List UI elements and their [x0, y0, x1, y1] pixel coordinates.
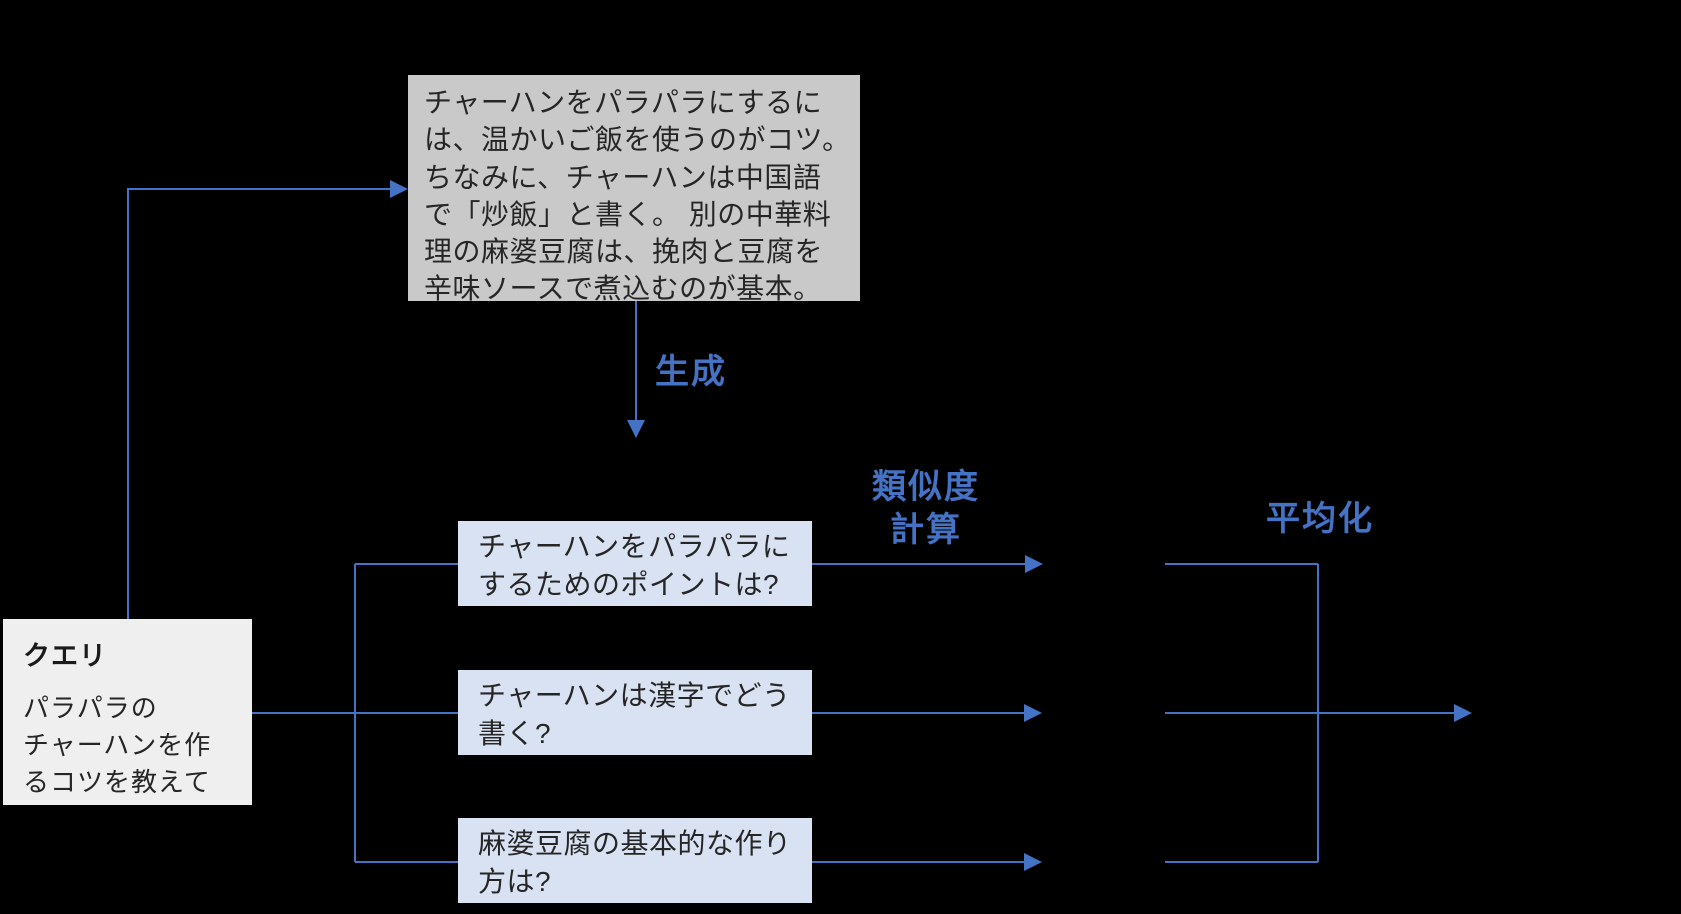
similarity-calculation-label: 類似度 計算 — [872, 468, 980, 549]
arrowhead-output — [1454, 704, 1472, 722]
averaging-label: 平均化 — [1266, 500, 1374, 538]
arrowhead-similarity-2 — [1024, 704, 1042, 722]
query-box-body: パラパラの チャーハンを作 るコツを教えて — [23, 693, 212, 797]
generated-query-box-2: チャーハンは漢字でどう 書く? — [458, 670, 812, 755]
arrowhead-similarity-3 — [1024, 853, 1042, 871]
generated-document-box: チャーハンをパラパラにするに は、温かいご飯を使うのがコツ。 ちなみに、チャーハ… — [408, 75, 860, 304]
query-box-title: クエリ — [23, 641, 107, 671]
query-box: クエリ パラパラの チャーハンを作 るコツを教えて — [3, 619, 252, 805]
generated-query-box-3: 麻婆豆腐の基本的な作り 方は? — [458, 818, 812, 903]
connector-query-to-document — [127, 188, 392, 619]
arrowhead-similarity-1 — [1025, 555, 1043, 573]
generated-query-box-1: チャーハンをパラパラに するためのポイントは? — [458, 521, 812, 606]
arrowhead-generate — [627, 420, 645, 438]
generate-label: 生成 — [655, 353, 727, 391]
arrowhead-to-document — [390, 180, 408, 198]
